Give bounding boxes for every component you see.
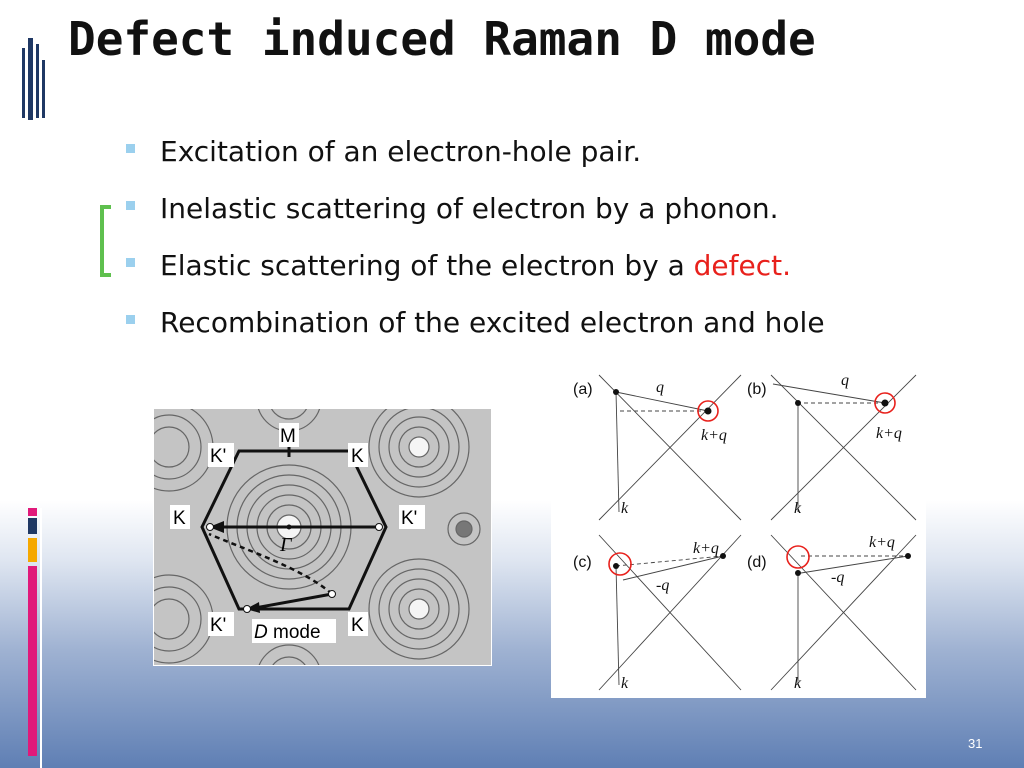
label-kq-a: k+q [701, 427, 727, 444]
label-k-c: k [621, 675, 629, 692]
label-kq-c: k+q [693, 540, 719, 557]
label-M: M [280, 426, 296, 447]
bullet-item: Recombination of the excited electron an… [124, 301, 825, 358]
label-q-a: q [656, 379, 664, 396]
bullet-item: Excitation of an electron-hole pair. [124, 130, 825, 187]
defect-marker-icon [786, 545, 810, 569]
scattering-panels-figure: (a) (b) (c) (d) q k+q k q k+q k k+q -q k… [551, 370, 926, 698]
label-gamma: Γ [279, 534, 293, 556]
bullet-list: Excitation of an electron-hole pair. Ine… [124, 130, 825, 358]
bullet-marker-icon [126, 144, 135, 153]
brillouin-zone-figure: M K' K K K' K' K D mode Γ [124, 366, 492, 710]
contour-plot: M K' K K K' K' K D mode Γ [124, 366, 491, 710]
label-K-top-right: K [351, 446, 364, 467]
label-q-b: q [841, 372, 849, 389]
slide-title: Defect induced Raman D mode [68, 12, 816, 66]
label-k-b: k [794, 500, 802, 517]
panel-tag-d: (d) [747, 554, 767, 571]
bullet-item: Elastic scattering of the electron by a … [124, 244, 825, 301]
label-K-prime-bottom-left: K' [210, 615, 226, 636]
label-negq-d: -q [831, 569, 844, 586]
defect-highlight: defect. [693, 249, 791, 282]
label-K-prime-top-left: K' [210, 446, 226, 467]
bullet-item: Inelastic scattering of electron by a ph… [124, 187, 825, 244]
panel-tag-a: (a) [573, 381, 593, 398]
label-K-prime-right: K' [401, 508, 417, 529]
defect-marker-icon [874, 392, 896, 414]
label-K-left: K [173, 508, 186, 529]
defect-marker-icon [608, 552, 632, 576]
bullet-marker-icon [126, 201, 135, 210]
defect-marker-icon [697, 400, 719, 422]
label-kq-d: k+q [869, 534, 895, 551]
corner-decoration [22, 38, 45, 120]
label-negq-c: -q [656, 577, 669, 594]
panel-tag-c: (c) [573, 554, 592, 571]
bullet-marker-icon [126, 315, 135, 324]
label-K-bottom-right: K [351, 615, 364, 636]
caption-d-mode: D mode [254, 622, 321, 643]
label-kq-b: k+q [876, 425, 902, 442]
side-decoration [28, 508, 42, 768]
page-number: 31 [968, 736, 983, 751]
label-k-a: k [621, 500, 629, 517]
bullet-marker-icon [126, 258, 135, 267]
panel-tag-b: (b) [747, 381, 767, 398]
label-k-d: k [794, 675, 802, 692]
green-bracket [100, 205, 111, 277]
